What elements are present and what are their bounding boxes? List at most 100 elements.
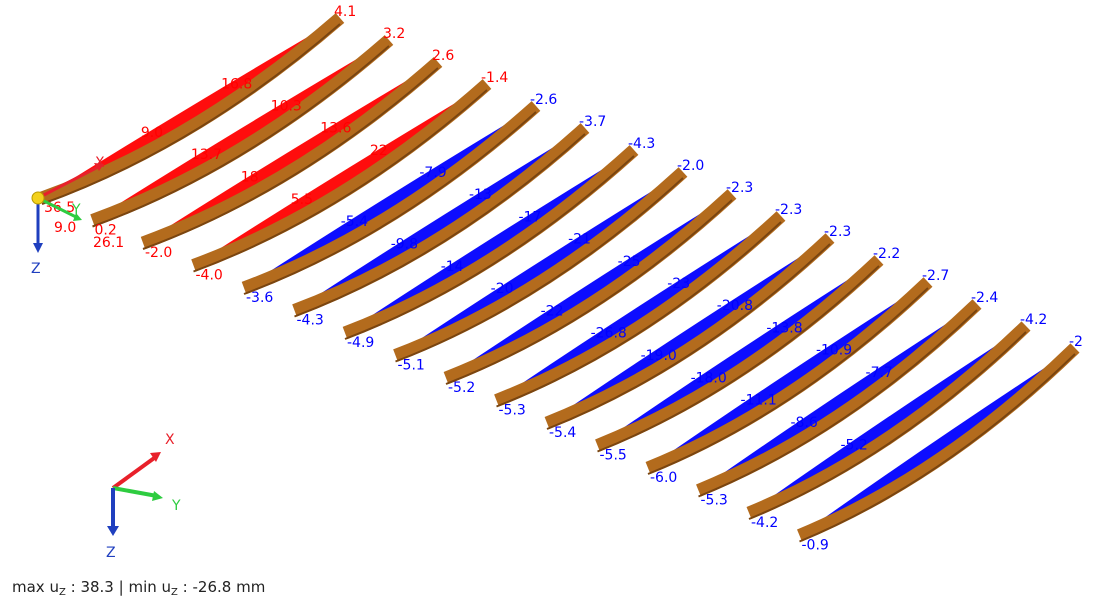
beam-13 — [645, 277, 933, 475]
status-max-value: 38.3 — [80, 578, 114, 596]
beam-end-value-3: 2.6 — [432, 48, 454, 64]
global-axis-triad: X Y Z — [106, 432, 181, 561]
beam-edge-16 — [799, 353, 1076, 543]
negative-value-7: -20 — [491, 281, 514, 297]
node-value-1: 9.0 — [54, 220, 76, 236]
node-value-2: 26.1 — [93, 235, 124, 251]
negative-value-5: -14 — [441, 259, 464, 275]
beam-16 — [797, 343, 1080, 542]
beam-start-value-6: -4.3 — [297, 313, 324, 329]
beam-2 — [90, 35, 394, 227]
beam-start-value-5: -3.6 — [246, 290, 273, 306]
beam-start-value-8: -5.1 — [398, 358, 425, 374]
node-x-label: X — [95, 155, 105, 171]
beam-6 — [292, 123, 590, 317]
beam-edge-13 — [647, 287, 929, 475]
beam-start-value-12: -5.5 — [600, 448, 627, 464]
beam-edge-3 — [142, 67, 439, 250]
beam-end-value-13: -2.7 — [922, 268, 949, 284]
result-band-12 — [597, 260, 879, 446]
negative-value-15: -18.0 — [691, 370, 727, 386]
global-y-axis — [112, 486, 158, 498]
positive-value-5: 18 — [241, 169, 259, 185]
positive-value-7: 5.5 — [291, 192, 313, 208]
negative-value-13: -19.0 — [641, 348, 677, 364]
beam-end-value-6: -3.7 — [579, 114, 606, 130]
beam-end-value-5: -2.6 — [530, 92, 557, 108]
beam-edge-10 — [496, 221, 782, 408]
beam-edge-5 — [243, 111, 537, 295]
node-x-arrow-icon — [94, 163, 104, 171]
beam-end-value-9: -2.3 — [726, 180, 753, 196]
global-y-arrow-icon — [152, 491, 163, 501]
beam-edge-6 — [294, 133, 586, 318]
beam-end-value-4: -1.4 — [481, 70, 508, 86]
status-unit: mm — [236, 578, 266, 596]
beam-1 — [39, 13, 345, 205]
result-band-4 — [193, 84, 487, 266]
result-band-14 — [698, 304, 977, 491]
result-band-16 — [799, 348, 1075, 536]
beam-edge-9 — [445, 199, 733, 385]
beam-edge-11 — [546, 243, 831, 430]
result-status-bar: max uZ : 38.3 | min uZ : -26.8 mm — [12, 578, 266, 598]
status-min-sub: Z — [171, 587, 178, 598]
result-band-2 — [92, 40, 389, 221]
beam-edge-1 — [41, 23, 341, 205]
beam-edge-14 — [698, 309, 978, 498]
beam-start-value-11: -5.4 — [549, 425, 576, 441]
negative-value-17: -11.1 — [741, 393, 777, 409]
global-z-label: Z — [106, 545, 116, 561]
status-min-value: -26.8 — [192, 578, 232, 596]
negative-value-10: -25 — [618, 254, 641, 270]
node-z-label: Z — [31, 261, 41, 277]
negative-value-11: -26.8 — [591, 326, 627, 342]
positive-value-1: 9.0 — [141, 125, 163, 141]
beam-start-value-7: -4.9 — [347, 335, 374, 351]
beam-edge-8 — [395, 177, 684, 363]
beam-15 — [746, 321, 1031, 520]
result-labels-layer: 36.54.10.23.2-2.02.6-4.0-1.4-3.6-2.6-4.3… — [44, 4, 1083, 554]
beam-end-value-15: -4.2 — [1020, 312, 1047, 328]
beam-12 — [595, 255, 884, 452]
result-band-6 — [294, 128, 585, 311]
result-band-15 — [749, 326, 1026, 513]
result-band-1 — [42, 18, 340, 198]
beam-end-value-1: 4.1 — [334, 4, 356, 20]
global-y-label: Y — [171, 498, 181, 514]
beam-end-value-11: -2.3 — [824, 224, 851, 240]
result-band-9 — [446, 194, 732, 378]
global-x-axis — [111, 454, 159, 490]
beam-start-value-15: -4.2 — [751, 515, 778, 531]
negative-value-1: -5.4 — [341, 214, 368, 230]
node-z-arrow-icon — [33, 243, 43, 253]
positive-value-3: 13.7 — [191, 147, 222, 163]
positive-value-4: 10.3 — [271, 98, 302, 114]
beam-end-value-2: 3.2 — [383, 26, 405, 42]
beam-4 — [191, 79, 492, 272]
negative-value-4: -13 — [469, 187, 492, 203]
beam-start-value-16: -0.9 — [802, 538, 829, 554]
beam-9 — [443, 189, 737, 385]
negative-value-19: -8.6 — [791, 415, 818, 431]
node-y-arrow-icon — [73, 213, 82, 221]
positive-value-8: 22 — [370, 143, 388, 159]
negative-value-20: -7.7 — [866, 365, 893, 381]
result-band-11 — [547, 238, 830, 423]
beam-start-value-3: -2.0 — [145, 245, 172, 261]
beam-5 — [241, 101, 541, 295]
negative-value-9: -22 — [541, 303, 564, 319]
beam-edge-7 — [344, 155, 635, 340]
beam-edge-4 — [193, 89, 488, 273]
result-band-3 — [143, 62, 438, 243]
beam-8 — [393, 167, 688, 362]
beam-end-value-8: -2.0 — [677, 158, 704, 174]
beam-start-value-4: -4.0 — [196, 268, 223, 284]
status-max-sub: Z — [58, 587, 66, 598]
positive-value-2: 16.8 — [221, 76, 252, 92]
negative-value-21: -5.2 — [840, 437, 867, 453]
beam-end-value-16: -2 — [1069, 334, 1083, 350]
beam-end-value-14: -2.4 — [971, 290, 998, 306]
node-point-icon[interactable] — [31, 191, 45, 205]
